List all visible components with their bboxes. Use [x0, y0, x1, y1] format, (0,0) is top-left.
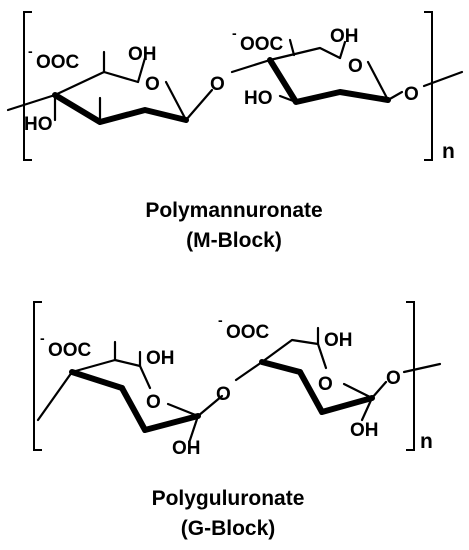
- m-coo1: OOC: [36, 52, 80, 73]
- g-oh2: OH: [324, 330, 353, 351]
- g-ring-o2: O: [318, 374, 333, 395]
- g-name: Polyguluronate: [152, 487, 305, 510]
- g-right-chain: [402, 362, 442, 374]
- m-link-o: O: [210, 74, 225, 95]
- m-ring2-cooh-bond: [288, 38, 296, 57]
- g-left-chain: [36, 370, 74, 422]
- g-ring2-top: [259, 359, 303, 375]
- g-block-structure: n - OOC OH O OH O - OOC OH O OH O: [33, 301, 442, 540]
- g-oh2b: OH: [350, 420, 379, 441]
- g-charge2: -: [218, 312, 223, 328]
- g-coo1: OOC: [48, 340, 92, 361]
- m-ring2-oh-bond: [338, 40, 347, 60]
- m-block-structure: n - OOC OH O HO O - OOC OH O HO O: [6, 11, 464, 252]
- g-ring2-o-right: [342, 382, 374, 400]
- g-repeat-n: n: [420, 430, 433, 453]
- g-charge1: -: [40, 330, 45, 346]
- g-ring2-upper: [260, 338, 320, 364]
- m-ring1-back: [53, 70, 140, 97]
- m-ho2: HO: [244, 88, 273, 109]
- m-ring2-back: [268, 46, 342, 62]
- m-ring-o1: O: [145, 74, 160, 95]
- m-ring1-oh-bond: [136, 56, 147, 84]
- m-glyco-bond-b: [230, 58, 272, 74]
- m-left-chain: [6, 93, 57, 112]
- m-oh2: OH: [330, 26, 359, 47]
- g-oh1: OH: [146, 348, 175, 369]
- g-left-bracket: [33, 301, 42, 451]
- m-left-bracket: [23, 11, 32, 161]
- g-ring1-o-left: [138, 364, 152, 390]
- m-ring2-end-bond: [386, 90, 404, 102]
- m-ring2-o-right: [366, 60, 390, 102]
- m-glyco-bond-a: [184, 88, 214, 122]
- g-oh1b: OH: [172, 438, 201, 459]
- m-ring1-o-right: [164, 80, 188, 122]
- g-end-o: O: [386, 368, 401, 389]
- g-ring1-top: [69, 369, 125, 391]
- g-ring2-oh2-bond: [360, 396, 374, 422]
- m-ring1-front: [52, 92, 189, 125]
- m-coo2: OOC: [240, 34, 284, 55]
- g-glyco-b: [234, 360, 264, 382]
- g-coo2: OOC: [226, 322, 270, 343]
- m-ring2-ho-bond: [278, 94, 298, 104]
- m-end-o: O: [404, 84, 419, 105]
- m-repeat-n: n: [442, 140, 455, 163]
- m-right-chain: [422, 70, 464, 88]
- g-ring2-end-bond: [370, 380, 388, 400]
- g-ring1-oh2-bond: [188, 414, 200, 442]
- m-charge1: -: [28, 43, 33, 59]
- m-right-bracket: [424, 11, 433, 161]
- m-charge2: -: [232, 25, 237, 41]
- g-ring2-o-left: [316, 342, 328, 370]
- m-ho1: HO: [24, 114, 53, 135]
- g-block-label: (G-Block): [181, 517, 276, 540]
- m-name: Polymannuronate: [145, 199, 322, 222]
- g-ring2-front: [297, 369, 375, 415]
- g-right-bracket: [406, 301, 415, 451]
- m-ring2-front: [267, 57, 391, 105]
- g-ring1-upper: [70, 358, 142, 374]
- g-ring-o1: O: [146, 392, 161, 413]
- m-block-label: (M-Block): [186, 229, 282, 252]
- g-glyco-a: [196, 394, 224, 418]
- g-link-o: O: [216, 384, 231, 405]
- g-ring1-o-right: [166, 402, 200, 418]
- m-oh1: OH: [128, 44, 157, 65]
- g-ring1-front: [119, 385, 201, 433]
- m-ring-o2: O: [348, 56, 363, 77]
